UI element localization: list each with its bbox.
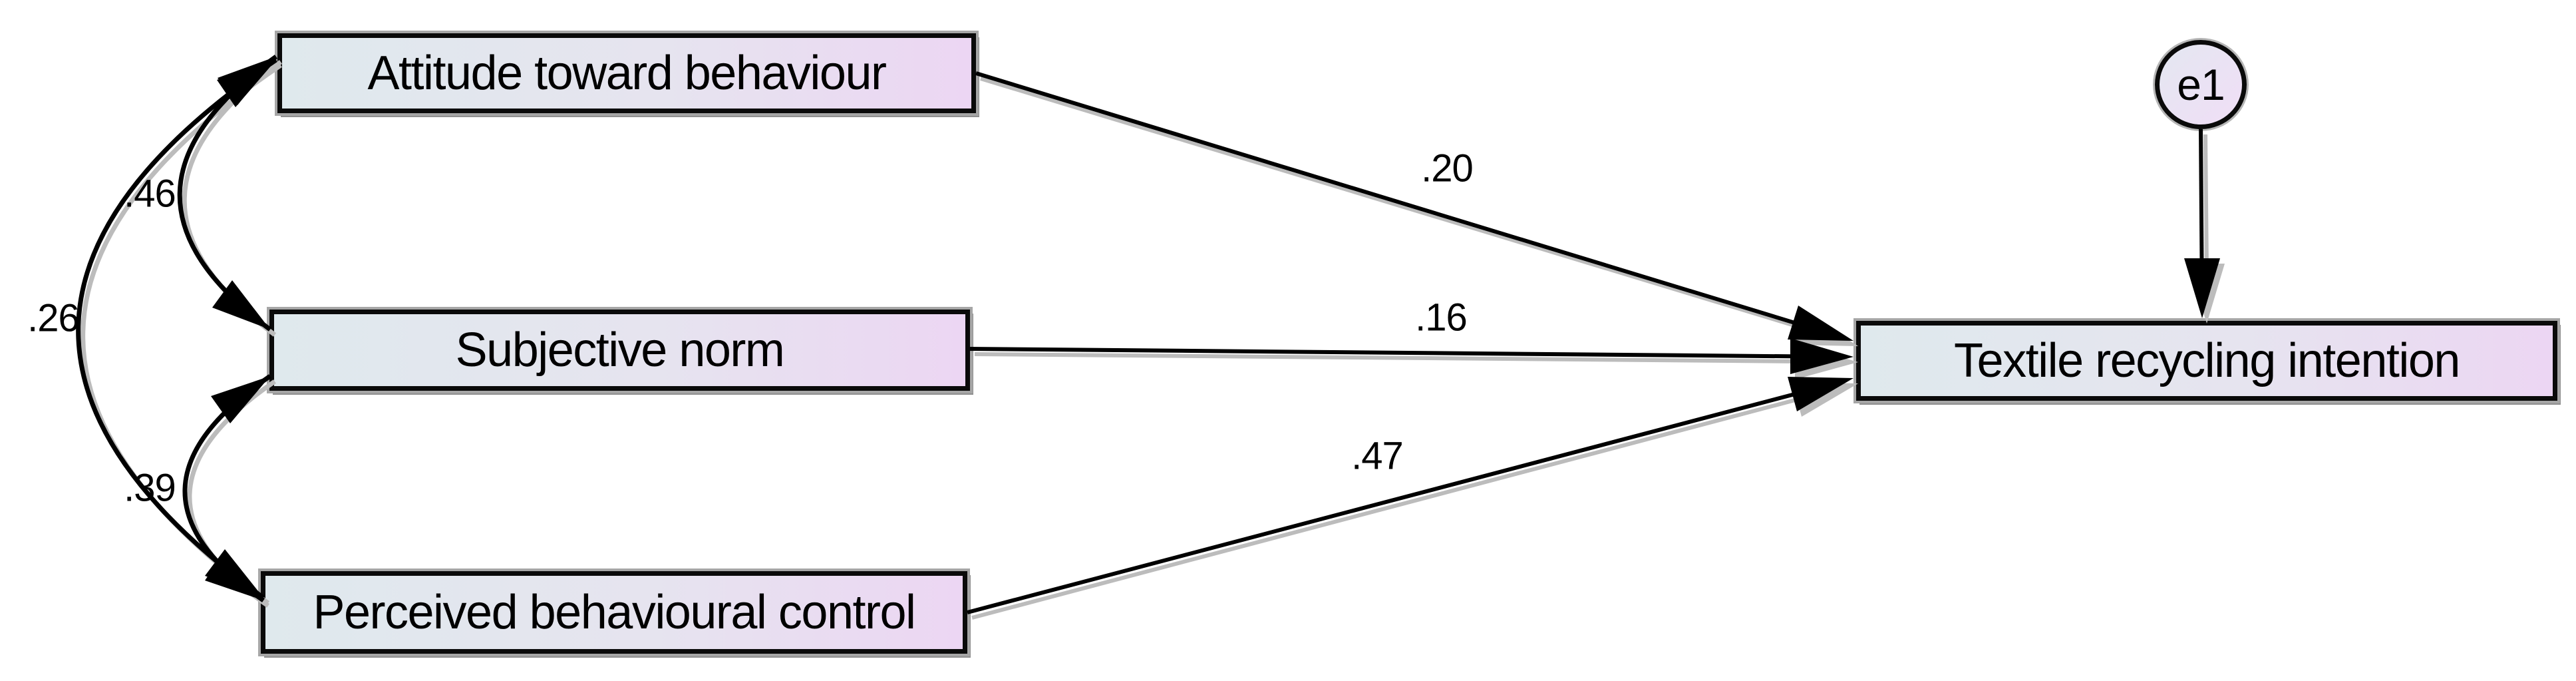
node-textile-recycling-intention: Textile recycling intention [1853, 318, 2560, 403]
node-label: Subjective norm [455, 324, 785, 377]
arrowhead [205, 549, 263, 598]
arrowhead [1790, 338, 1853, 374]
arrowhead [1788, 306, 1853, 341]
path-coefficient-pbc: .47 [1351, 434, 1404, 478]
node-label: Perceived behavioural control [313, 586, 916, 639]
arrowhead [217, 60, 276, 107]
covariance-arrow-attitude-subjective [177, 55, 278, 332]
covariance-value-attitude-subjective: .46 [124, 172, 176, 216]
node-label: Textile recycling intention [1954, 334, 2460, 387]
arrowhead [211, 376, 270, 423]
arrowhead [218, 57, 276, 105]
arrowhead [1788, 377, 1853, 411]
covariance-value-subjective-pbc: .39 [124, 466, 176, 510]
node-subjective-norm: Subjective norm [267, 307, 973, 393]
node-attitude-toward-behaviour: Attitude toward behaviour [275, 31, 979, 116]
node-error-term-e1: e1 [2155, 40, 2247, 129]
arrowhead [205, 553, 263, 600]
node-label: Attitude toward behaviour [367, 47, 887, 100]
node-label: e1 [2177, 60, 2225, 109]
covariance-arrow-attitude-pbc [76, 58, 277, 600]
path-arrow-subjective-norm-to-intention [969, 338, 1853, 374]
path-arrow-pbc-to-intention [967, 377, 1853, 614]
covariance-arrow-subjective-pbc [182, 374, 271, 602]
arrowhead [2184, 258, 2220, 318]
arrowhead [212, 280, 270, 330]
covariance-value-attitude-pbc: .26 [27, 296, 80, 340]
path-coefficient-attitude: .20 [1421, 146, 1474, 190]
path-coefficient-subjective: .16 [1415, 296, 1468, 340]
path-arrow-e1-to-intention [2184, 128, 2220, 318]
node-perceived-behavioural-control: Perceived behavioural control [258, 568, 970, 656]
